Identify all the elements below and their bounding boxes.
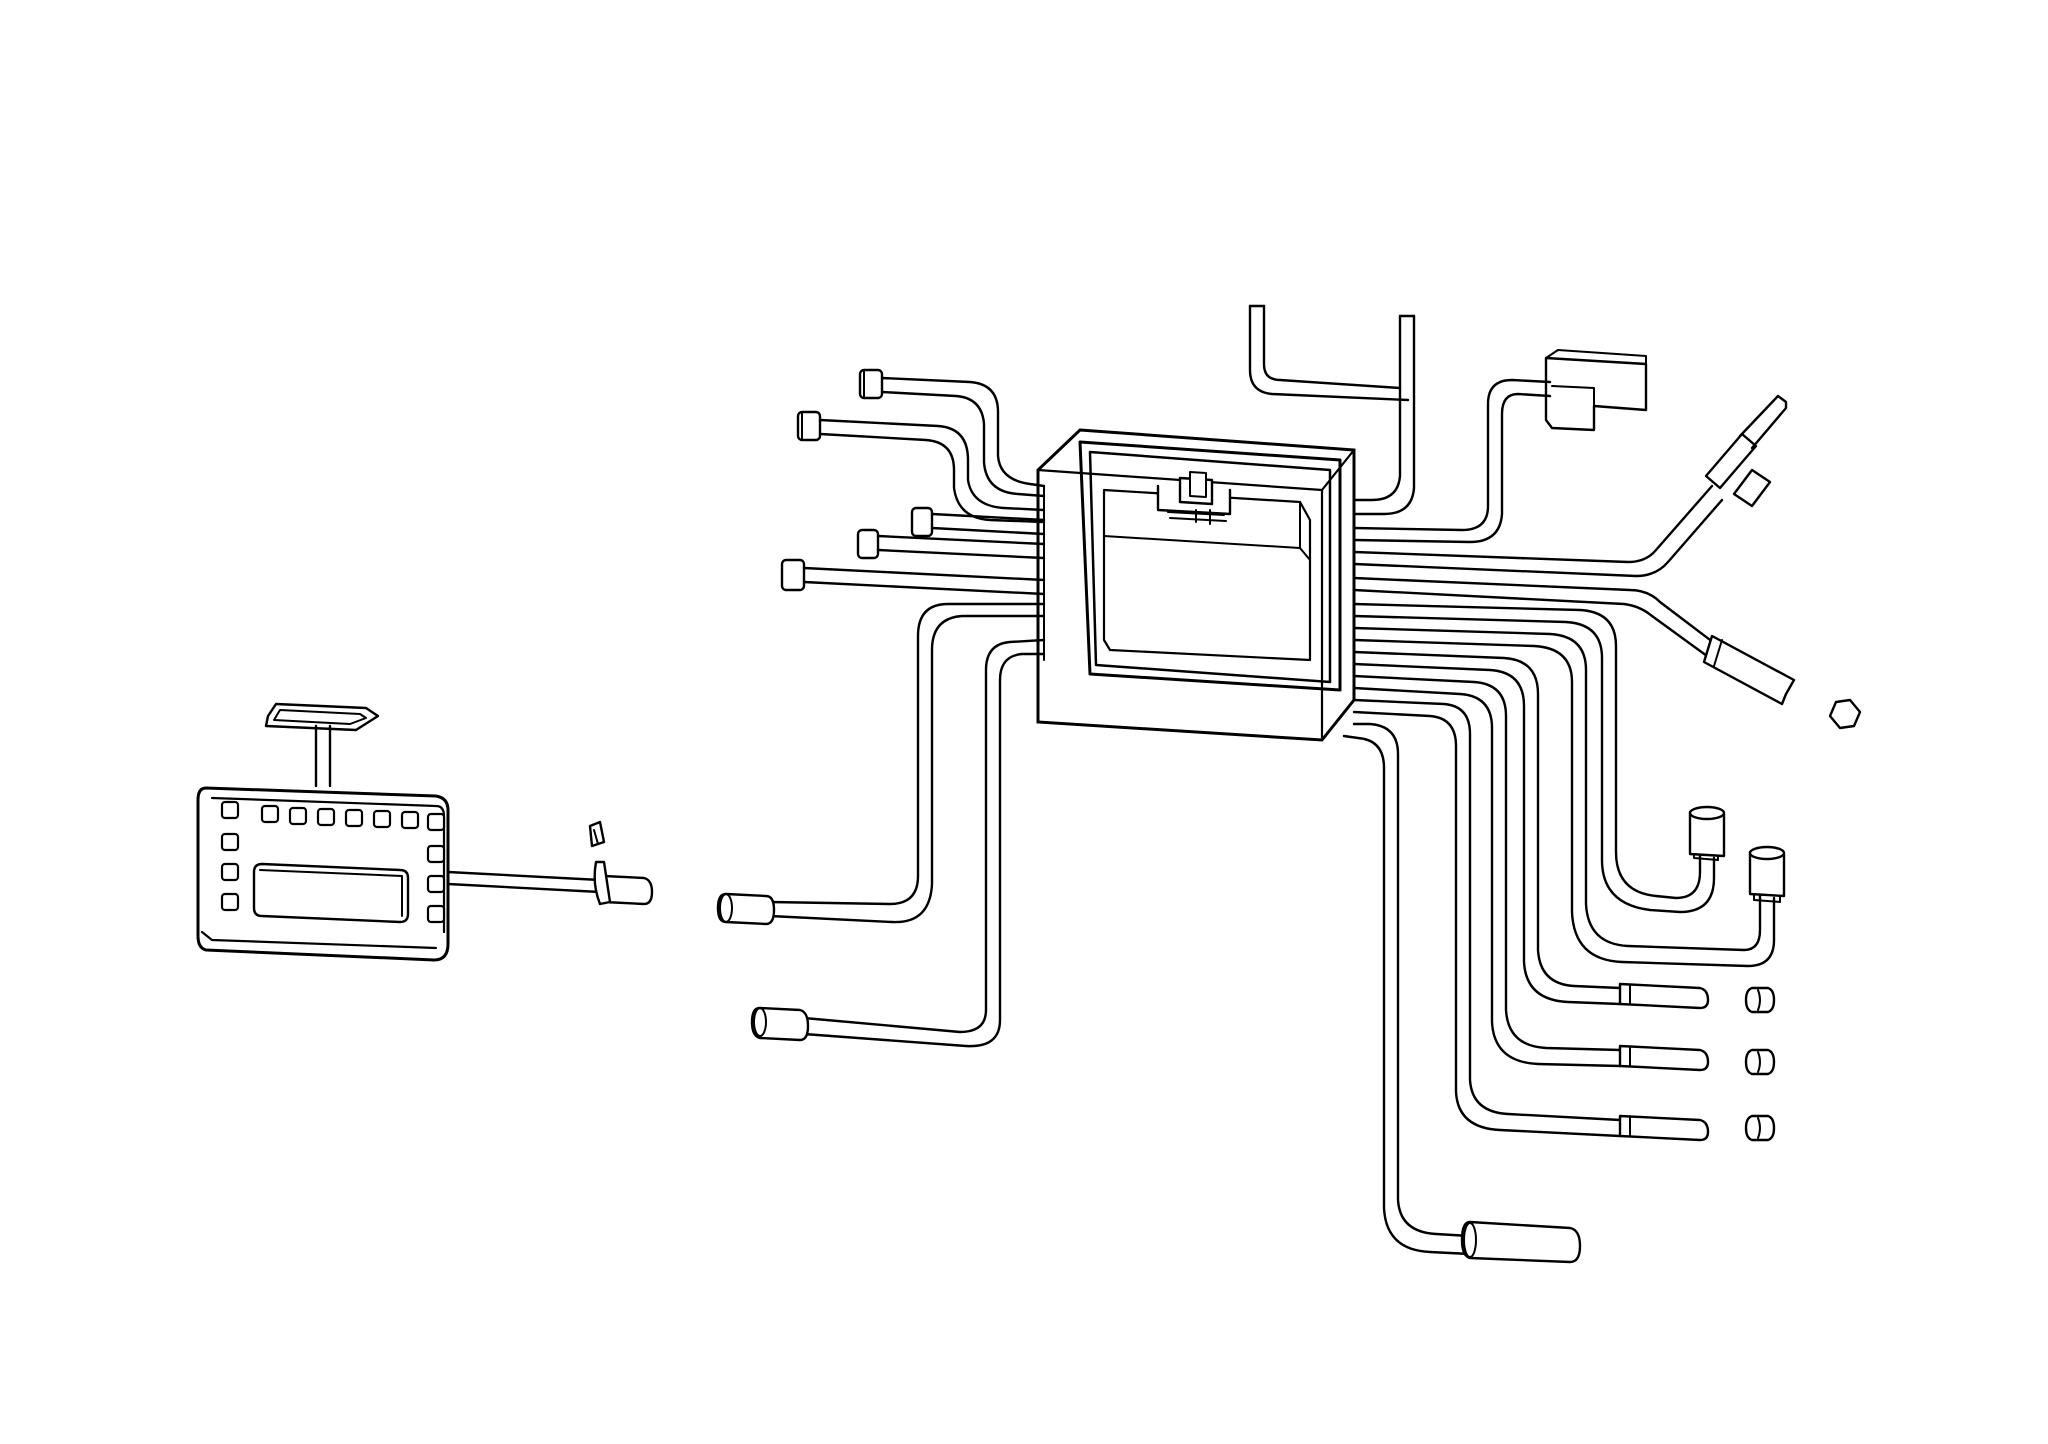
harness-antenna [1352,394,1862,730]
harness-top [1248,304,1648,544]
harness-left [716,368,1046,1048]
control-box [1036,428,1356,742]
harness-right [1342,602,1786,1264]
display-module [196,702,654,962]
